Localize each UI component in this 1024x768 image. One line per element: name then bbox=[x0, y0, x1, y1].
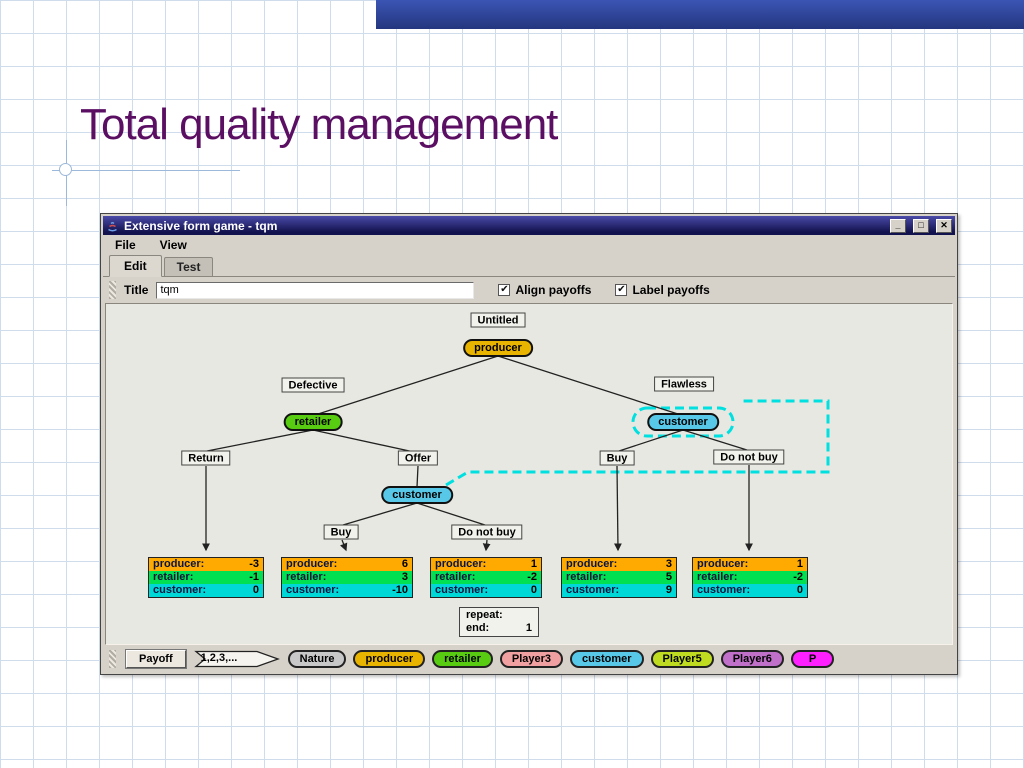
app-window: Extensive form game - tqm _ □ ✕ File Vie… bbox=[100, 213, 958, 675]
payoff-label: producer: bbox=[566, 558, 618, 570]
payoff-value: 0 bbox=[530, 584, 537, 596]
payoff-value: 0 bbox=[796, 584, 803, 596]
payoff-label: customer: bbox=[153, 584, 207, 596]
branch-buy-left[interactable]: Buy bbox=[323, 524, 359, 540]
repeat-label: repeat: bbox=[466, 609, 503, 621]
player-toolbar: Payoff 1,2,3,... Nature producer retaile… bbox=[103, 646, 955, 672]
branch-offer[interactable]: Offer bbox=[397, 450, 439, 466]
payoff-box-5[interactable]: producer: 1 retailer: -2 customer: 0 bbox=[692, 557, 808, 598]
align-payoffs-checkbox[interactable]: ✔ bbox=[498, 284, 511, 296]
node-producer[interactable]: producer bbox=[463, 339, 533, 357]
payoff-value: 0 bbox=[252, 584, 259, 596]
minimize-button[interactable]: _ bbox=[890, 218, 906, 233]
payoff-label: producer: bbox=[153, 558, 205, 570]
java-icon bbox=[106, 219, 119, 232]
payoff-label: customer: bbox=[286, 584, 340, 596]
menu-bar: File View bbox=[103, 235, 955, 255]
payoff-label: customer: bbox=[435, 584, 489, 596]
payoff-value: 3 bbox=[401, 571, 408, 583]
title-input[interactable] bbox=[156, 281, 475, 299]
end-value: 1 bbox=[525, 622, 532, 634]
information-set-outline bbox=[445, 399, 830, 487]
payoff-box-2[interactable]: producer: 6 retailer: 3 customer: -10 bbox=[281, 557, 413, 598]
player-button-retailer[interactable]: retailer bbox=[432, 650, 493, 668]
payoff-label: producer: bbox=[286, 558, 338, 570]
maximize-button[interactable]: □ bbox=[913, 218, 929, 233]
payoff-value: 1 bbox=[530, 558, 537, 570]
payoff-label: retailer: bbox=[697, 571, 738, 583]
player-button-player6[interactable]: Player6 bbox=[720, 650, 784, 668]
branch-do-not-buy-left[interactable]: Do not buy bbox=[451, 524, 523, 540]
tab-edit[interactable]: Edit bbox=[109, 255, 162, 277]
label-payoffs-checkbox[interactable]: ✔ bbox=[615, 284, 628, 296]
player-button-player7[interactable]: P bbox=[790, 650, 835, 668]
game-tree-canvas[interactable]: Untitled producer Defective Flawless ret… bbox=[105, 303, 953, 645]
payoff-value: -1 bbox=[249, 571, 259, 583]
payoff-label: retailer: bbox=[153, 571, 194, 583]
label-payoffs-option: ✔ Label payoffs bbox=[615, 283, 710, 297]
decor-circle bbox=[59, 163, 72, 176]
close-button[interactable]: ✕ bbox=[936, 218, 952, 233]
payoff-label: retailer: bbox=[435, 571, 476, 583]
tree-edges bbox=[202, 355, 830, 552]
payoff-value: 5 bbox=[665, 571, 672, 583]
payoff-value: -2 bbox=[793, 571, 803, 583]
branch-buy-right[interactable]: Buy bbox=[599, 450, 635, 466]
payoff-box-4[interactable]: producer: 3 retailer: 5 customer: 9 bbox=[561, 557, 677, 598]
payoff-box-3[interactable]: producer: 1 retailer: -2 customer: 0 bbox=[430, 557, 542, 598]
payoff-label: customer: bbox=[697, 584, 751, 596]
player-button-player3[interactable]: Player3 bbox=[499, 650, 564, 668]
sequence-button-label: 1,2,3,... bbox=[200, 652, 238, 664]
decor-horizontal-line bbox=[52, 170, 240, 171]
node-customer-mid[interactable]: customer bbox=[381, 486, 453, 504]
tab-test[interactable]: Test bbox=[163, 257, 214, 277]
sequence-button[interactable]: 1,2,3,... bbox=[193, 649, 281, 669]
player-button-producer[interactable]: producer bbox=[353, 650, 426, 668]
slide-title: Total quality management bbox=[80, 100, 558, 149]
branch-return[interactable]: Return bbox=[181, 450, 231, 466]
menu-file[interactable]: File bbox=[115, 238, 136, 252]
edit-toolbar: Title ✔ Align payoffs ✔ Label payoffs bbox=[103, 277, 955, 303]
branch-flawless[interactable]: Flawless bbox=[654, 376, 714, 392]
payoff-label: producer: bbox=[435, 558, 487, 570]
payoff-value: -3 bbox=[249, 558, 259, 570]
payoff-value: -10 bbox=[392, 584, 408, 596]
branch-do-not-buy-right[interactable]: Do not buy bbox=[713, 449, 785, 465]
payoff-button[interactable]: Payoff bbox=[126, 650, 186, 668]
payoff-value: 1 bbox=[796, 558, 803, 570]
player-toolbar-drag-handle[interactable] bbox=[109, 650, 116, 668]
payoff-label: retailer: bbox=[566, 571, 607, 583]
payoff-value: 9 bbox=[665, 584, 672, 596]
window-titlebar[interactable]: Extensive form game - tqm _ □ ✕ bbox=[103, 216, 955, 235]
payoff-label: customer: bbox=[566, 584, 620, 596]
menu-view[interactable]: View bbox=[159, 238, 187, 252]
nature-button[interactable]: Nature bbox=[287, 650, 347, 668]
label-payoffs-label: Label payoffs bbox=[632, 283, 710, 297]
slide-top-bar bbox=[376, 0, 1024, 29]
toolbar-drag-handle[interactable] bbox=[109, 281, 116, 299]
payoff-label: producer: bbox=[697, 558, 749, 570]
window-title: Extensive form game - tqm bbox=[124, 218, 278, 233]
player-button-player5[interactable]: Player5 bbox=[650, 650, 714, 668]
payoff-value: -2 bbox=[527, 571, 537, 583]
payoff-box-1[interactable]: producer: -3 retailer: -1 customer: 0 bbox=[148, 557, 264, 598]
title-field-label: Title bbox=[124, 283, 149, 297]
node-customer-right[interactable]: customer bbox=[647, 413, 719, 431]
payoff-label: retailer: bbox=[286, 571, 327, 583]
root-label[interactable]: Untitled bbox=[470, 312, 526, 328]
align-payoffs-option: ✔ Align payoffs bbox=[498, 283, 591, 297]
align-payoffs-label: Align payoffs bbox=[515, 283, 592, 297]
node-retailer[interactable]: retailer bbox=[283, 413, 343, 431]
player-button-customer[interactable]: customer bbox=[570, 650, 644, 668]
tab-strip: Edit Test bbox=[103, 255, 955, 277]
payoff-value: 6 bbox=[401, 558, 408, 570]
repeat-box[interactable]: repeat: end: 1 bbox=[459, 607, 539, 637]
payoff-value: 3 bbox=[665, 558, 672, 570]
end-label: end: bbox=[466, 622, 490, 634]
branch-defective[interactable]: Defective bbox=[281, 377, 345, 393]
